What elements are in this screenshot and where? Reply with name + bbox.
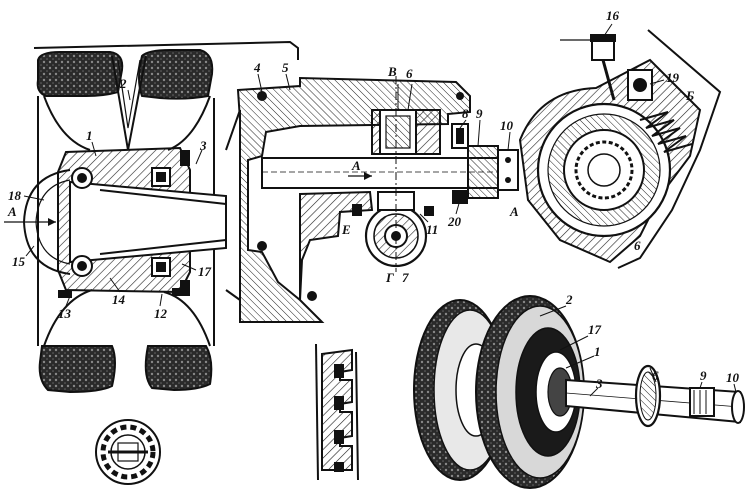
callout-11: 11 — [426, 222, 438, 237]
callout-A-axis: A — [7, 204, 17, 219]
callout-3: 3 — [199, 138, 207, 153]
callout-6-detail: 6 — [634, 238, 641, 253]
spline-nut-detail — [95, 419, 161, 485]
callout-A-shaft: A — [351, 158, 361, 173]
isometric-wheel-assembly — [413, 295, 745, 489]
wheel-section — [4, 40, 299, 394]
callout-B: Б — [685, 88, 694, 103]
callout-13: 13 — [58, 306, 72, 321]
iso-callout-10: 10 — [726, 370, 740, 385]
callout-19: 19 — [666, 70, 680, 85]
leader-lines — [23, 23, 737, 397]
callout-1: 1 — [86, 128, 93, 143]
callout-E: Е — [341, 222, 351, 237]
callout-G: Г — [385, 270, 394, 285]
callout-7: 7 — [402, 270, 409, 285]
callout-15: 15 — [12, 254, 26, 269]
iso-callout-2: 2 — [565, 292, 573, 307]
callout-labels: 1 2 3 4 5 6 7 8 9 10 11 12 13 14 15 16 1… — [7, 8, 740, 391]
callout-2: 2 — [119, 76, 127, 91]
callout-A-detail: A — [509, 204, 519, 219]
callout-17: 17 — [198, 264, 212, 279]
callout-5: 5 — [282, 60, 289, 75]
callout-9: 9 — [476, 106, 483, 121]
callout-20: 20 — [447, 214, 462, 229]
iso-callout-3: 3 — [595, 376, 603, 391]
iso-callout-1: 1 — [594, 344, 601, 359]
sprocket-detail — [518, 29, 722, 269]
callout-18: 18 — [8, 188, 22, 203]
iso-callout-17: 17 — [588, 322, 602, 337]
callout-14: 14 — [112, 292, 126, 307]
callout-16: 16 — [606, 8, 620, 23]
chain-link-detail — [315, 343, 359, 481]
callout-12: 12 — [154, 306, 168, 321]
iso-callout-6: 6 — [652, 368, 659, 383]
iso-callout-9: 9 — [700, 368, 707, 383]
callout-V: В — [387, 64, 397, 79]
callout-8: 8 — [462, 106, 469, 121]
callout-6: 6 — [406, 66, 413, 81]
callout-4: 4 — [253, 60, 261, 75]
callout-10: 10 — [500, 118, 514, 133]
final-drive-housing — [236, 76, 519, 323]
